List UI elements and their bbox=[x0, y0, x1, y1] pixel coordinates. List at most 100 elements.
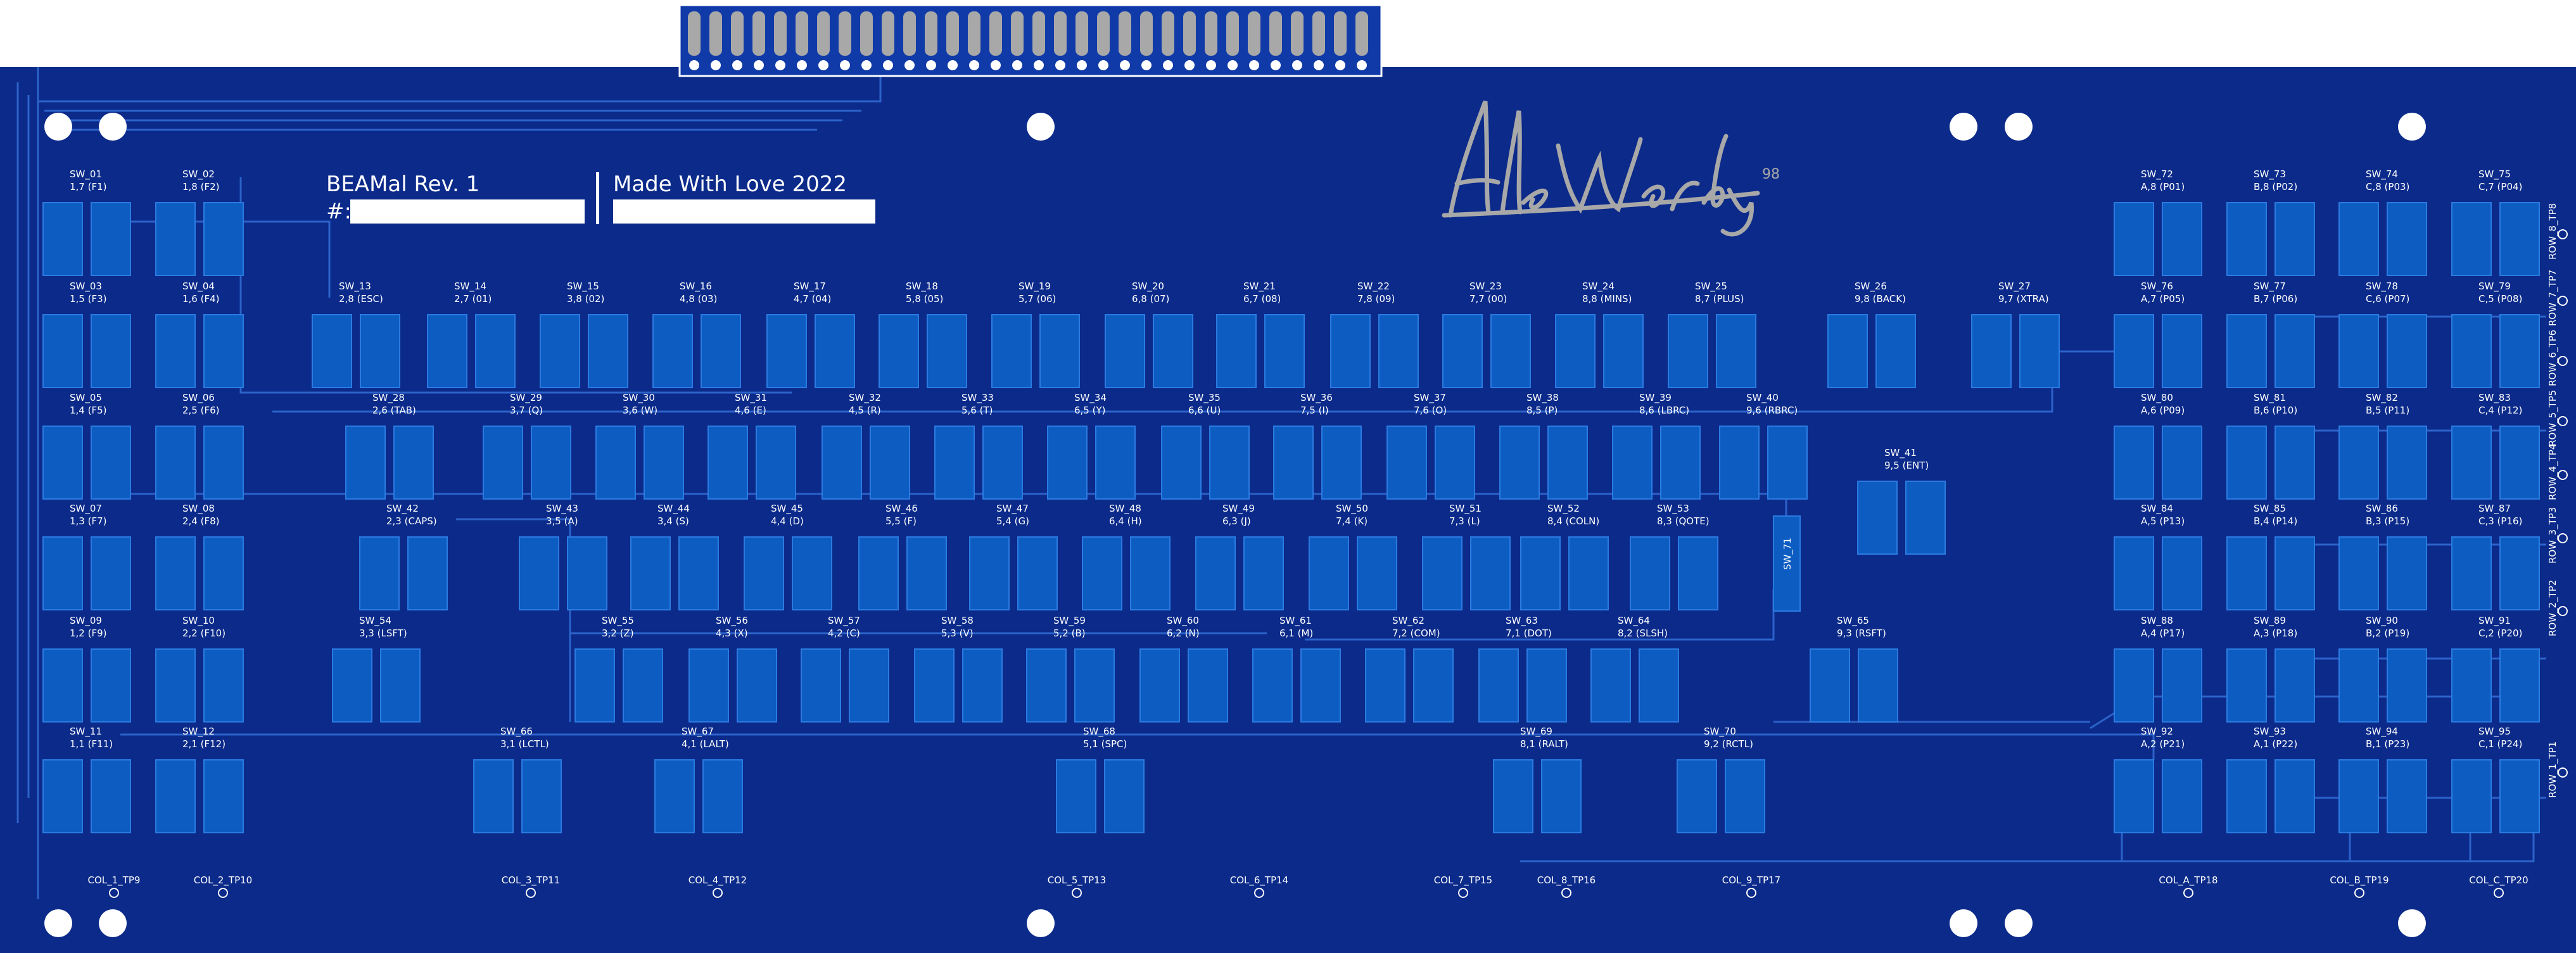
switch-ref-label: SW_20 bbox=[1132, 281, 1164, 293]
switch-pad bbox=[1568, 536, 1609, 610]
switch-footprint: SW_388,5 (P) bbox=[1499, 392, 1588, 500]
switch-pad bbox=[1490, 314, 1531, 388]
switch-matrix-label: 6,3 (J) bbox=[1222, 515, 1251, 527]
switch-pad bbox=[1056, 759, 1096, 833]
switch-pad bbox=[1678, 536, 1718, 610]
switch-footprint: SW_335,6 (T) bbox=[934, 392, 1023, 500]
switch-footprint: SW_585,3 (V) bbox=[914, 615, 1003, 723]
switch-matrix-label: 3,6 (W) bbox=[623, 405, 657, 416]
switch-pad bbox=[2275, 759, 2315, 833]
switch-matrix-label: 1,1 (F11) bbox=[70, 738, 113, 750]
switch-matrix-label: 8,5 (P) bbox=[1526, 405, 1558, 416]
switch-matrix-label: 5,8 (05) bbox=[906, 293, 943, 305]
switch-pad bbox=[1590, 648, 1631, 723]
switch-pad bbox=[1378, 314, 1419, 388]
mounting-hole bbox=[1027, 113, 1055, 141]
switch-footprint: SW_258,7 (PLUS) bbox=[1668, 281, 1756, 388]
col-test-point-pad bbox=[218, 888, 228, 898]
header-pin-hole bbox=[689, 60, 699, 70]
switch-matrix-label: 3,3 (LSFT) bbox=[359, 628, 407, 639]
switch-matrix-label: 4,3 (X) bbox=[716, 628, 748, 639]
switch-ref-label: SW_19 bbox=[1018, 281, 1051, 293]
switch-matrix-label: 6,5 (Y) bbox=[1074, 405, 1106, 416]
switch-matrix-label: 5,2 (B) bbox=[1053, 628, 1086, 639]
switch-matrix-label: B,8 (P02) bbox=[2254, 181, 2297, 192]
switch-footprint: SW_122,1 (F12) bbox=[155, 726, 244, 833]
gold-finger-pin bbox=[968, 11, 980, 56]
switch-pad bbox=[1660, 426, 1701, 500]
row-test-point-label: ROW_8_TP8 bbox=[2547, 203, 2559, 260]
switch-footprint: SW_507,4 (K) bbox=[1309, 503, 1397, 610]
gold-finger-pin bbox=[1054, 11, 1067, 56]
switch-footprint: SW_346,5 (Y) bbox=[1047, 392, 1136, 500]
switch-pad bbox=[2162, 202, 2202, 276]
switch-footprint: SW_74C,8 (P03) bbox=[2338, 168, 2427, 276]
switch-pad bbox=[1413, 648, 1454, 723]
col-test-point-label: COL_C_TP20 bbox=[2469, 874, 2528, 887]
switch-pad bbox=[1767, 426, 1808, 500]
switch-pad bbox=[1074, 648, 1115, 723]
switch-footprint: SW_659,3 (RSFT) bbox=[1810, 615, 1898, 723]
switch-footprint: SW_685,1 (SPC) bbox=[1056, 726, 1145, 833]
copper-trace bbox=[120, 733, 2155, 760]
switch-matrix-label: 1,7 (F1) bbox=[70, 181, 107, 192]
switch-footprint: SW_627,2 (COM) bbox=[1365, 615, 1454, 723]
switch-matrix-label: 7,4 (K) bbox=[1336, 515, 1367, 527]
switch-pad bbox=[42, 536, 83, 610]
switch-footprint: SW_663,1 (LCTL) bbox=[473, 726, 562, 833]
switch-pad bbox=[2226, 536, 2267, 610]
switch-footprint: SW_091,2 (F9) bbox=[42, 615, 131, 723]
signature-stroke bbox=[1556, 137, 1643, 214]
switch-matrix-label: 1,2 (F9) bbox=[70, 628, 107, 639]
col-test-point-label: COL_8_TP16 bbox=[1537, 874, 1596, 887]
signature-stroke bbox=[1500, 110, 1523, 215]
col-test-point-label: COL_A_TP18 bbox=[2159, 874, 2218, 887]
switch-ref-label: SW_01 bbox=[70, 168, 102, 180]
switch-footprint: SW_398,6 (LBRC) bbox=[1612, 392, 1701, 500]
switch-pad bbox=[1547, 426, 1588, 500]
header-pin-hole bbox=[1184, 60, 1195, 70]
col-test-point-pad bbox=[2354, 888, 2364, 898]
switch-pad bbox=[2451, 536, 2492, 610]
switch-pad bbox=[1526, 648, 1567, 723]
switch-ref-label: SW_88 bbox=[2141, 615, 2173, 627]
switch-footprint: SW_324,5 (R) bbox=[822, 392, 910, 500]
switch-pad bbox=[359, 536, 400, 610]
header-pin-hole bbox=[1249, 60, 1259, 70]
switch-pad bbox=[567, 536, 607, 610]
switch-matrix-label: A,3 (P18) bbox=[2254, 628, 2297, 639]
switch-matrix-label: 4,2 (C) bbox=[828, 628, 860, 639]
switch-matrix-label: 4,4 (D) bbox=[771, 515, 804, 527]
switch-footprint: SW_227,8 (09) bbox=[1330, 281, 1419, 388]
switch-footprint: SW_443,4 (S) bbox=[630, 503, 719, 610]
switch-matrix-label: 2,3 (CAPS) bbox=[386, 515, 437, 527]
switch-pad bbox=[1139, 648, 1180, 723]
switch-matrix-label: B,1 (P23) bbox=[2366, 738, 2409, 750]
header-pin-hole bbox=[797, 60, 807, 70]
switch-pad bbox=[1252, 648, 1293, 723]
switch-footprint: SW_674,1 (LALT) bbox=[654, 726, 743, 833]
header-pin-hole bbox=[1314, 60, 1324, 70]
mounting-hole bbox=[1950, 909, 1977, 937]
switch-ref-label: SW_77 bbox=[2254, 281, 2286, 293]
switch-ref-label: SW_94 bbox=[2366, 726, 2398, 738]
switch-footprint: SW_574,2 (C) bbox=[801, 615, 889, 723]
col-test-point-label: COL_B_TP19 bbox=[2330, 874, 2389, 887]
switch-pad bbox=[1300, 648, 1341, 723]
switch-pad bbox=[475, 314, 516, 388]
switch-pad bbox=[1026, 648, 1067, 723]
switch-matrix-label: 1,3 (F7) bbox=[70, 515, 107, 527]
header-pin-hole bbox=[861, 60, 872, 70]
switch-pad bbox=[155, 759, 196, 833]
switch-footprint: SW_419,5 (ENT) bbox=[1857, 447, 1946, 555]
header-pin-hole bbox=[991, 60, 1001, 70]
switch-ref-label: SW_87 bbox=[2478, 503, 2511, 515]
switch-pad bbox=[1541, 759, 1582, 833]
switch-footprint: SW_648,2 (SLSH) bbox=[1590, 615, 1679, 723]
switch-footprint: SW_709,2 (RCTL) bbox=[1677, 726, 1765, 833]
switch-pad bbox=[483, 426, 523, 500]
switch-pad bbox=[595, 426, 636, 500]
switch-matrix-label: A,7 (P05) bbox=[2141, 293, 2185, 305]
switch-ref-label: SW_33 bbox=[961, 392, 994, 404]
